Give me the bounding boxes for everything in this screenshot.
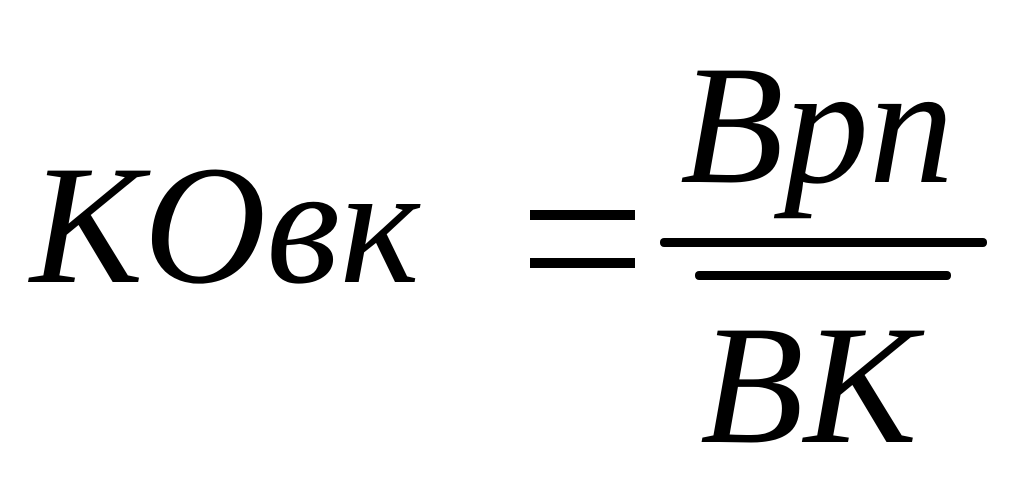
- equals-sign: [530, 210, 635, 270]
- fraction-denominator: ВК: [700, 291, 917, 479]
- equals-bar-bottom: [530, 258, 635, 268]
- equals-bar-top: [530, 210, 635, 220]
- fraction-bar-upper: [660, 238, 987, 247]
- fraction-bar-lower: [695, 271, 951, 280]
- formula-lhs: KOвк: [30, 131, 420, 319]
- fraction-numerator: Врп: [680, 31, 954, 219]
